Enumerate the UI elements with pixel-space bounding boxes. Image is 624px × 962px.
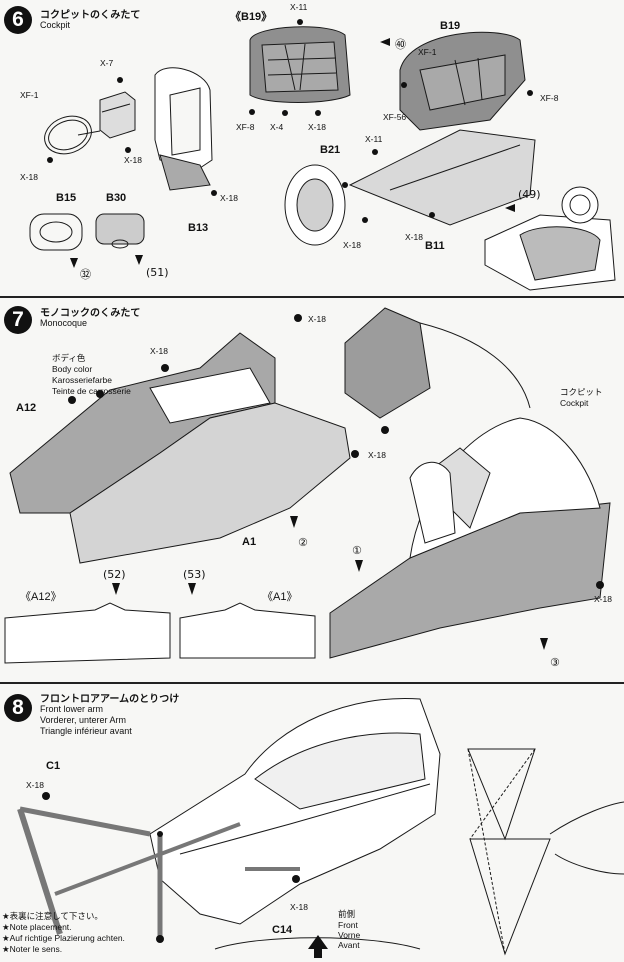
screw-x7: X-7 — [100, 58, 114, 68]
screw-x4: X-4 — [270, 122, 284, 132]
decal-40: ㊵ — [395, 38, 406, 51]
screw-x18-4: X-18 — [308, 122, 326, 132]
note-de: ★Auf richtige Plazierung achten. — [2, 933, 125, 943]
label-a12-bracket: 《A12》 — [20, 591, 62, 603]
step-8-section: 8 フロントロアアームのとりつけ Front lower arm Vordere… — [0, 684, 624, 962]
label-c1: C1 — [46, 760, 61, 772]
screw-x18-7-1: X-18 — [308, 314, 326, 324]
label-b21: B21 — [320, 144, 341, 156]
decal-49: (49) — [518, 188, 541, 201]
cockpit-en: Cockpit — [560, 398, 589, 408]
screw-x18-1: X-18 — [20, 172, 38, 182]
note-jp: ★表裏に注意して下さい。 — [2, 912, 103, 922]
decal-53: (53) — [183, 568, 206, 581]
screw-x18-2: X-18 — [124, 155, 142, 165]
screw-xf1-a: XF-1 — [20, 90, 39, 100]
label-a12: A12 — [16, 402, 37, 414]
decal-circle-2: ② — [298, 536, 308, 549]
step-6-section: 6 コクピットのくみたて Cockpit — [0, 0, 624, 300]
screw-x18-5: X-18 — [343, 240, 361, 250]
step-number-8: 8 — [4, 694, 32, 722]
label-b19: B19 — [440, 20, 461, 32]
divider-1 — [0, 296, 624, 298]
step-6-title-en: Cockpit — [40, 20, 71, 30]
step-8-title-jp: フロントロアアームのとりつけ — [40, 694, 180, 705]
step-8-title-de: Vorderer, unterer Arm — [40, 715, 127, 725]
body-color-en: Body color — [52, 364, 93, 374]
step-number-7: 7 — [4, 306, 32, 334]
step-7-section: 7 モノコックのくみたて Monocoque — [0, 298, 624, 682]
screw-xf1-b: XF-1 — [418, 47, 437, 57]
screw-xf56: XF-56 — [383, 112, 407, 122]
step-6-title-jp: コクピットのくみたて — [40, 10, 141, 21]
body-color-fr: Teinte de carrosserie — [52, 386, 131, 396]
label-a1: A1 — [242, 536, 257, 548]
note-fr: ★Noter le sens. — [2, 944, 63, 954]
label-b11: B11 — [425, 240, 445, 252]
front-fr: Avant — [338, 940, 360, 950]
step-7-drawing — [4, 307, 611, 664]
label-c14: C14 — [272, 924, 293, 936]
screw-x18-8-2: X-18 — [290, 902, 308, 912]
screw-x18-7-4: X-18 — [594, 594, 612, 604]
cockpit-jp: コクピット — [560, 388, 603, 398]
screw-x18-8-1: X-18 — [26, 780, 44, 790]
screw-x18-7-3: X-18 — [368, 450, 386, 460]
body-color-jp: ボディ色 — [52, 354, 86, 364]
note-en: ★Note placement. — [2, 922, 72, 932]
step-7-title-jp: モノコックのくみたて — [40, 308, 141, 319]
screw-x11-a: X-11 — [290, 2, 308, 12]
body-color-de: Karosseriefarbe — [52, 375, 113, 385]
step-6-drawing — [29, 19, 616, 291]
screw-xf8-b: XF-8 — [540, 93, 559, 103]
screw-x11-b: X-11 — [365, 134, 383, 144]
divider-2 — [0, 682, 624, 684]
label-b19-bracket: 《B19》 — [230, 11, 273, 23]
screw-x18-3: X-18 — [220, 193, 238, 203]
step-8-title-en: Front lower arm — [40, 704, 104, 714]
front-jp: 前側 — [338, 910, 356, 920]
label-b30: B30 — [106, 192, 127, 204]
step-number-6: 6 — [4, 6, 32, 34]
decal-circle-3: ③ — [550, 656, 560, 669]
label-b13: B13 — [188, 222, 209, 234]
decal-circle-1: ① — [352, 544, 362, 557]
screw-xf8-a: XF-8 — [236, 122, 255, 132]
step-8-drawing — [17, 697, 624, 958]
step-7-title-en: Monocoque — [40, 318, 88, 328]
screw-x18-6: X-18 — [405, 232, 423, 242]
label-a1-bracket: 《A1》 — [262, 591, 298, 603]
decal-32: ㉜ — [80, 268, 91, 281]
front-de: Vorne — [338, 930, 361, 940]
step-8-title-fr: Triangle inférieur avant — [40, 726, 132, 736]
screw-x18-7-2: X-18 — [150, 346, 168, 356]
decal-51: (51) — [146, 266, 169, 279]
decal-52: (52) — [103, 568, 126, 581]
label-b15: B15 — [56, 192, 77, 204]
front-en: Front — [338, 920, 358, 930]
